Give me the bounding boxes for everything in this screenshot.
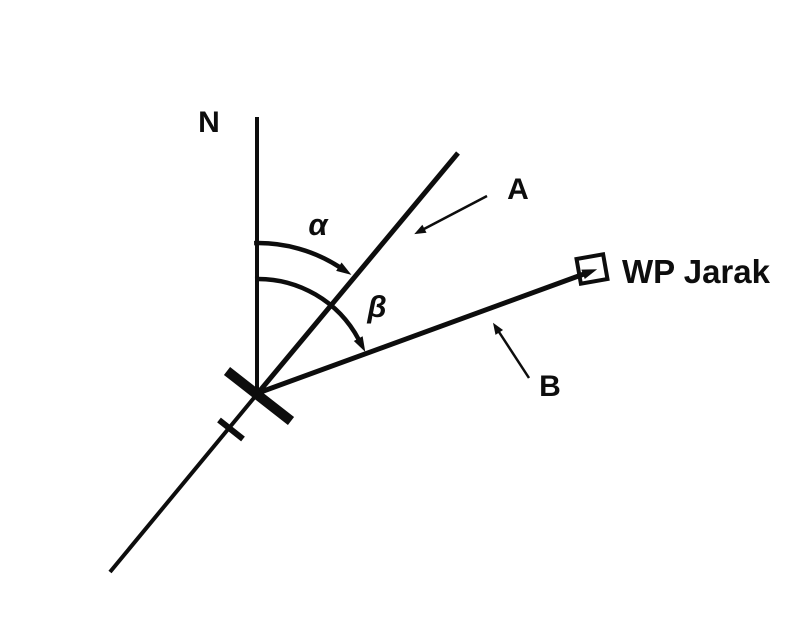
bearing-a-label: A xyxy=(507,173,529,206)
alpha-angle-label: α xyxy=(308,207,329,242)
alpha-angle-arc xyxy=(254,240,352,275)
pointer-arrow-b xyxy=(492,322,531,379)
bearing-b-label: B xyxy=(539,370,561,403)
beta-angle-label: β xyxy=(366,289,386,324)
north-label: N xyxy=(198,106,220,139)
minor-tick-mark xyxy=(217,417,245,442)
pointer-arrow-a xyxy=(414,194,488,235)
position-slash-mark xyxy=(223,367,295,425)
bearing-line-a xyxy=(256,151,460,395)
beta-angle-arc xyxy=(254,276,366,352)
waypoint-label: WP Jarak xyxy=(622,253,771,290)
bearing-line-b xyxy=(257,269,598,396)
track-extension-line xyxy=(108,391,260,574)
waypoint-square-marker xyxy=(574,252,610,286)
